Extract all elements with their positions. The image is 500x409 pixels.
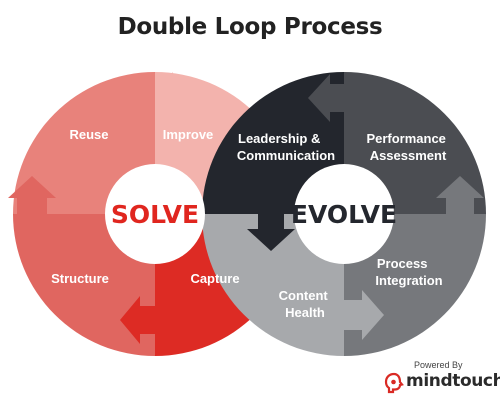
label-capture: Capture [190,271,239,286]
arrow-down-icon [247,214,295,251]
label-process-integration: Process Integration [375,256,442,288]
solve-quadrant-structure [13,214,155,356]
evolve-loop [202,72,486,356]
arrow-right-icon [155,72,192,120]
label-performance: Performance Assessment [366,131,449,163]
evolve-quadrant-performance [344,72,486,214]
label-reuse: Reuse [69,127,108,142]
flow-arrows [8,72,484,344]
label-improve: Improve [163,127,214,142]
mindtouch-branding: Powered By mindtouch [384,360,500,400]
arrow-left-icon [120,296,155,344]
mindtouch-logo-icon [384,372,404,394]
evolve-center [294,164,394,264]
evolve-center-label: EVOLVE [291,200,397,229]
solve-center-label: SOLVE [111,200,199,229]
arrow-left-top-icon [308,74,344,122]
mindtouch-wordmark: mindtouch [406,371,500,391]
powered-by-label: Powered By [414,360,463,370]
arrow-up-right-icon [436,176,484,214]
label-leadership: Leadership & Communication [237,131,335,163]
arrow-right-bottom-icon [344,290,384,340]
evolve-quadrant-leadership [202,72,344,214]
label-structure: Structure [51,271,109,286]
evolve-quadrant-process-integration [344,214,486,356]
arrow-up-icon [8,176,56,214]
solve-center [105,164,205,264]
label-content-health: Content Health [279,288,332,320]
evolve-quadrant-content-health [202,214,344,356]
page-title: Double Loop Process [117,14,383,40]
solve-quadrant-reuse [13,72,155,214]
